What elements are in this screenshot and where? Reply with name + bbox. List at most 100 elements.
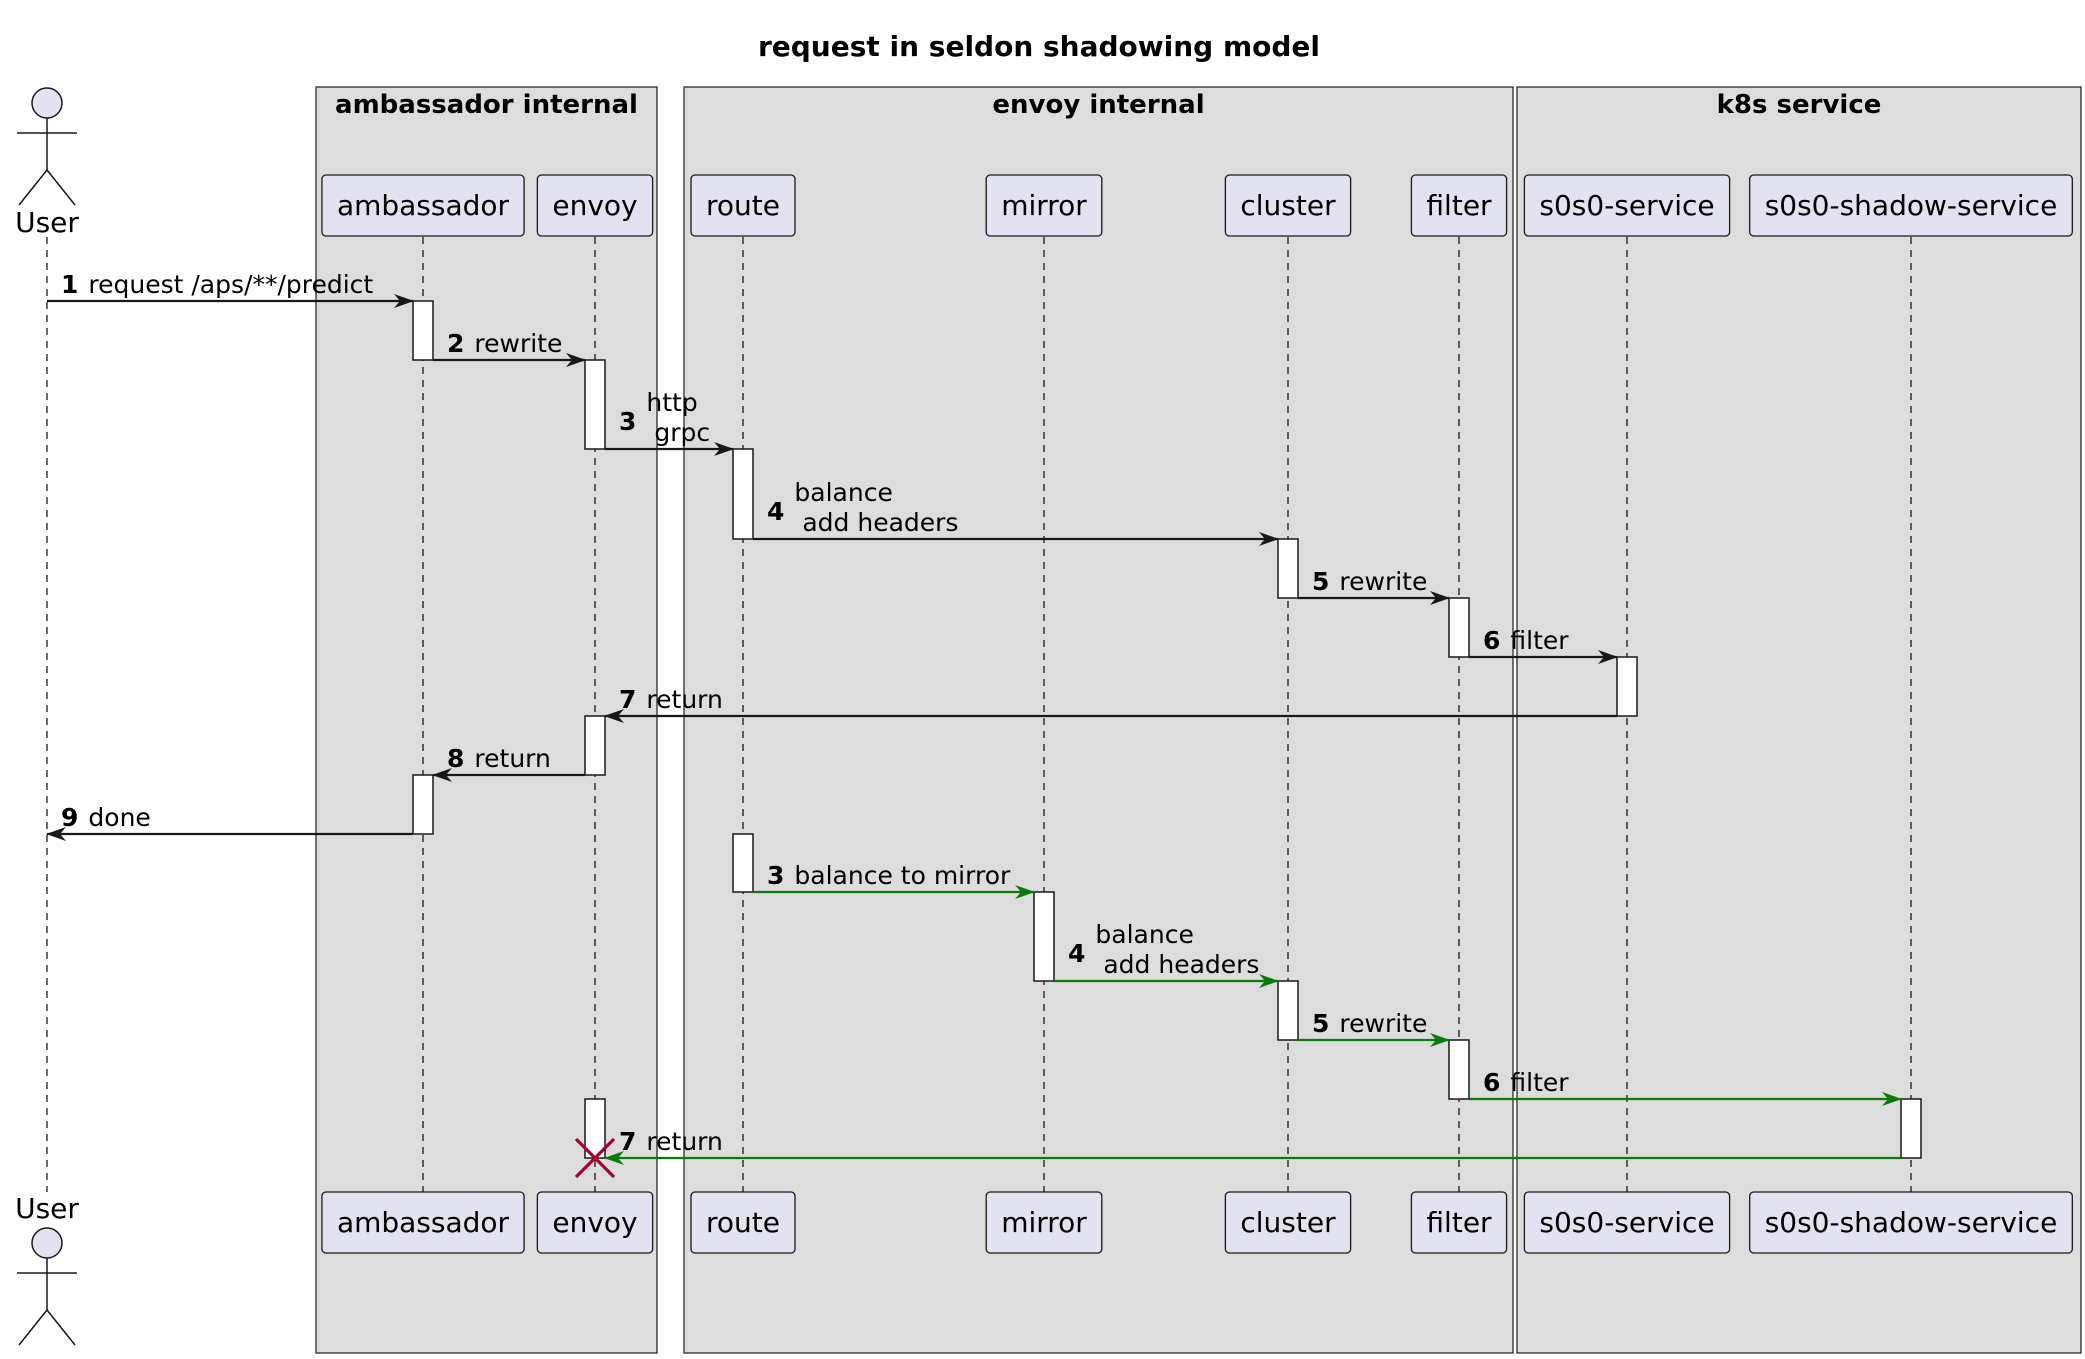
message-label: filter [1510, 1068, 1569, 1097]
participant-label: mirror [1001, 1206, 1087, 1239]
actor-legs [18, 168, 76, 206]
message-number: 8 [447, 744, 464, 773]
participant-box [985, 174, 1103, 237]
box-k8s-service: k8s service [1516, 86, 2082, 1354]
activation-route [732, 833, 754, 893]
message-label: return [646, 1127, 722, 1156]
box-frame [1516, 86, 2082, 1354]
participant-box [321, 174, 525, 237]
message-number: 6 [1483, 626, 1500, 655]
participant-route-top: route [690, 174, 796, 237]
message-label: done [88, 803, 150, 832]
participant-label: s0s0-shadow-service [1765, 1206, 2058, 1239]
participant-box [1749, 174, 2073, 237]
participant-box [1523, 1191, 1731, 1254]
message-number: 5 [1312, 1009, 1329, 1038]
participant-label: cluster [1240, 189, 1336, 222]
message-4: 4 balance add headers [753, 478, 1279, 546]
activation-envoy [584, 715, 606, 776]
participant-box [1410, 174, 1508, 237]
message-number: 9 [61, 803, 78, 832]
message-8: 8 return [432, 744, 585, 782]
box-title: envoy internal [992, 90, 1204, 120]
message-label: http [646, 388, 697, 417]
activation-cluster [1277, 538, 1299, 599]
participant-label: route [706, 1206, 780, 1239]
actor-head [31, 87, 63, 119]
box-title: ambassador internal [335, 90, 638, 120]
activations-layer [412, 300, 1922, 1159]
participant-box [536, 174, 654, 237]
destroy-marker [574, 1137, 616, 1179]
participant-envoy-bottom: envoy [536, 1191, 654, 1254]
message-label: balance [1095, 920, 1193, 949]
message-label: filter [1510, 626, 1569, 655]
participant-label: envoy [552, 189, 637, 222]
participants-layer: UserUserambassadorambassadorenvoyenvoyro… [15, 87, 2073, 1346]
box-envoy-internal: envoy internal [683, 86, 1514, 1354]
message-number: 4 [767, 497, 784, 526]
message-number: 2 [447, 329, 464, 358]
participant-ambassador-bottom: ambassador [321, 1191, 525, 1254]
box-title: k8s service [1717, 90, 1882, 120]
message-label: return [474, 744, 550, 773]
participant-box [985, 1191, 1103, 1254]
message-number: 7 [619, 685, 636, 714]
box-frame [683, 86, 1514, 1354]
participant-label: s0s0-shadow-service [1765, 189, 2058, 222]
participant-label: route [706, 189, 780, 222]
participant-mirror-top: mirror [985, 174, 1103, 237]
actor-user-top [17, 87, 77, 206]
participant-s0s0-service-bottom: s0s0-service [1523, 1191, 1731, 1254]
participant-box [1224, 1191, 1352, 1254]
activation-s0s0-service [1616, 656, 1638, 717]
participant-mirror-bottom: mirror [985, 1191, 1103, 1254]
boxes-layer: ambassador internal envoy internal k8s ser… [315, 86, 2082, 1354]
participant-filter-bottom: filter [1410, 1191, 1508, 1254]
message-2: 2 rewrite [433, 329, 586, 367]
activation-ambassador [412, 774, 434, 835]
participant-route-bottom: route [690, 1191, 796, 1254]
message-number: 6 [1483, 1068, 1500, 1097]
participant-envoy-top: envoy [536, 174, 654, 237]
participant-s0s0-service-top: s0s0-service [1523, 174, 1731, 237]
activation-cluster [1277, 980, 1299, 1041]
participant-s0s0-shadow-service-bottom: s0s0-shadow-service [1749, 1191, 2073, 1254]
participant-box [536, 1191, 654, 1254]
participant-box [321, 1191, 525, 1254]
activation-envoy [584, 359, 606, 450]
participant-box [690, 174, 796, 237]
activation-route [732, 448, 754, 540]
participant-box [1224, 174, 1352, 237]
participant-label: filter [1426, 189, 1492, 222]
diagram-title: request in seldon shadowing model [758, 30, 1320, 63]
participant-s0s0-shadow-service-top: s0s0-shadow-service [1749, 174, 2073, 237]
participant-label: cluster [1240, 1206, 1336, 1239]
actor-user-label-top: User [15, 206, 79, 239]
actor-user-label-bottom: User [15, 1192, 79, 1225]
participant-label: ambassador [337, 1206, 510, 1239]
participant-label: envoy [552, 1206, 637, 1239]
activation-s0s0-shadow-service [1900, 1098, 1922, 1159]
message-label: add headers [794, 508, 958, 537]
participant-label: filter [1426, 1206, 1492, 1239]
participant-label: s0s0-service [1539, 1206, 1714, 1239]
message-number: 3 [619, 407, 636, 436]
actor-legs [18, 1308, 76, 1346]
participant-box [1410, 1191, 1508, 1254]
message-label: balance [794, 478, 892, 507]
message-number: 5 [1312, 567, 1329, 596]
participant-cluster-top: cluster [1224, 174, 1352, 237]
message-number: 1 [61, 270, 78, 299]
actor-user-bottom [17, 1227, 77, 1346]
message-label: rewrite [474, 329, 562, 358]
